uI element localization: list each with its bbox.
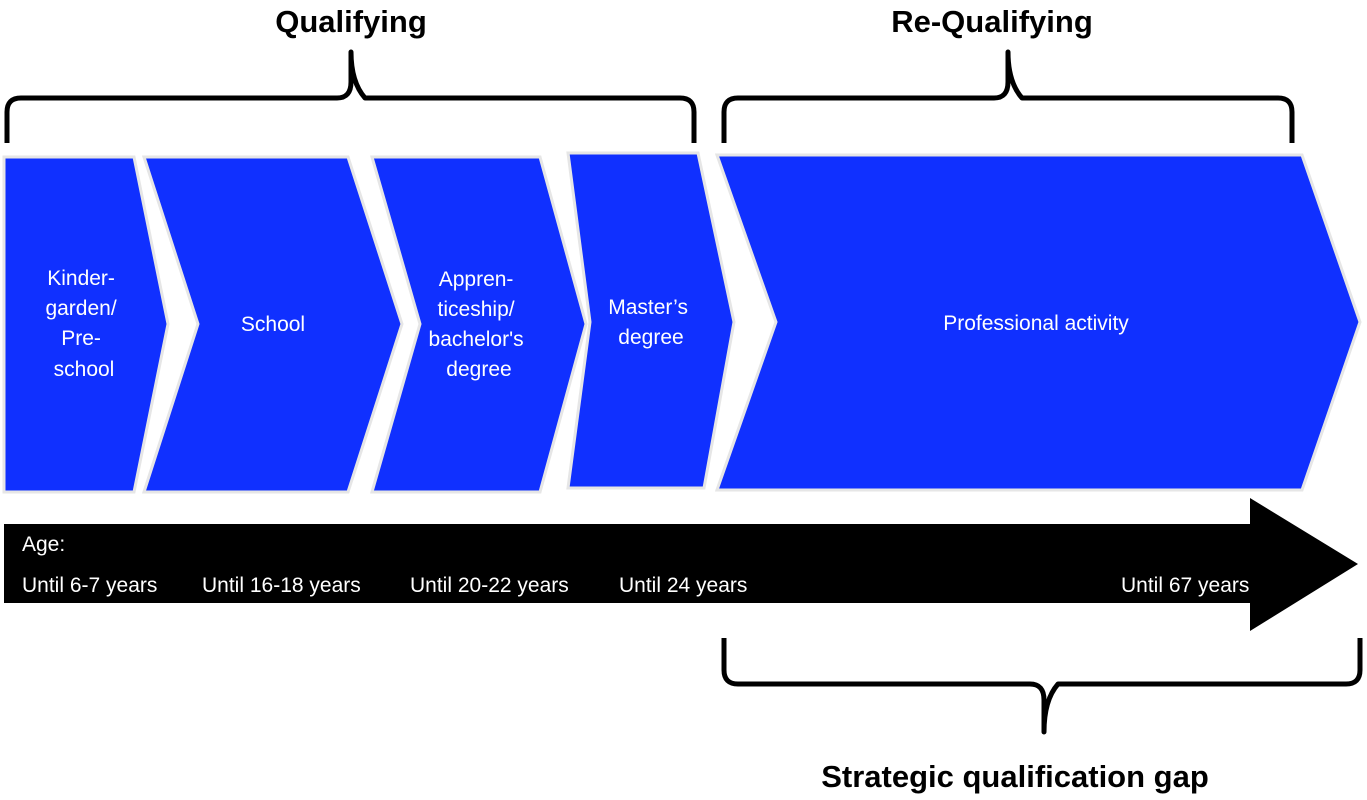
chevron-apprenticeship <box>370 155 588 494</box>
age-until-67: Until 67 years <box>1121 574 1249 597</box>
chevron-school <box>141 155 404 494</box>
age-until-6-7: Until 6-7 years <box>22 574 157 597</box>
stage-chevrons <box>2 151 1362 494</box>
age-until-20-22: Until 20-22 years <box>410 574 569 597</box>
chevron-masters <box>566 151 736 490</box>
requalifying-heading: Re-Qualifying <box>891 4 1093 39</box>
stage-label-masters: Master’s degree <box>608 296 694 349</box>
age-timeline-arrow <box>4 498 1358 631</box>
age-label: Age: <box>22 533 65 556</box>
stage-label-kindergarden: Kinder- garden/ Pre- school <box>45 267 122 381</box>
stage-label-school: School <box>241 313 305 336</box>
strategic-gap-brace <box>721 638 1363 735</box>
stage-label-apprenticeship: Appren- ticeship/ bachelor's degree <box>429 268 530 381</box>
age-until-24: Until 24 years <box>619 574 747 597</box>
chevron-kindergarden <box>2 155 170 494</box>
chevron-professional <box>714 153 1362 492</box>
qualifying-brace <box>4 49 697 143</box>
stage-label-professional: Professional activity <box>943 312 1129 335</box>
qualifying-heading: Qualifying <box>275 4 427 39</box>
age-until-16-18: Until 16-18 years <box>202 574 361 597</box>
requalifying-brace <box>721 49 1295 143</box>
strategic-gap-heading: Strategic qualification gap <box>821 759 1209 794</box>
